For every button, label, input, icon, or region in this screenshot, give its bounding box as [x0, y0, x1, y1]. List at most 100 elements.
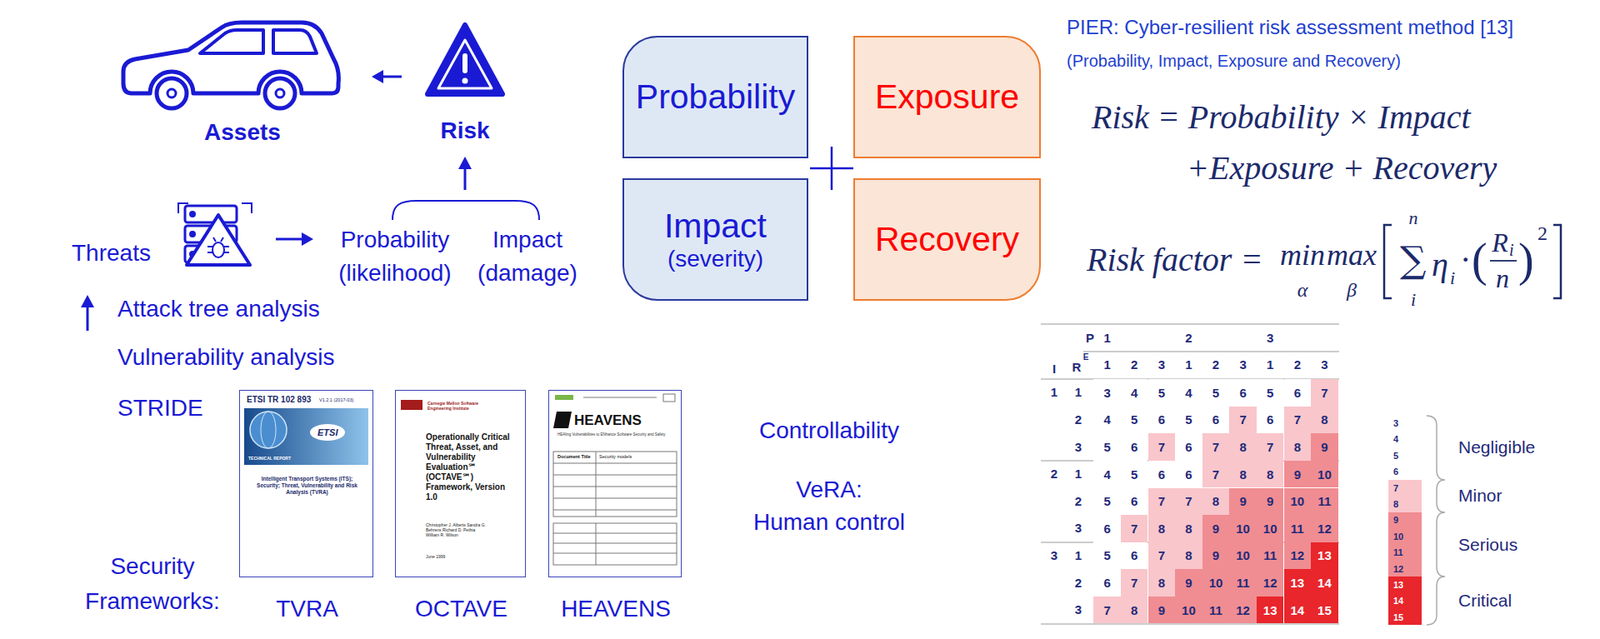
car-icon — [123, 22, 339, 109]
table-cell: 14 — [1310, 569, 1339, 597]
table-header: 1 — [1075, 467, 1082, 482]
table-rule — [1040, 624, 1340, 625]
table-header: 1 — [1185, 357, 1192, 372]
legend-number: 11 — [1393, 547, 1404, 559]
table-cell: 5 — [1093, 542, 1121, 570]
table-cell: 10 — [1310, 460, 1339, 489]
arrow-head — [80, 295, 95, 308]
tvra-cover-art — [244, 408, 369, 465]
table-cell: 4 — [1093, 406, 1121, 435]
table-cell: 8 — [1284, 433, 1312, 461]
warning-inner — [438, 40, 492, 89]
table-cell: 7 — [1093, 596, 1121, 625]
document-text: ETSI TR 102 893 — [246, 395, 311, 405]
legend-number: 4 — [1393, 434, 1399, 445]
text-label: Threats — [71, 240, 151, 267]
arrow-head — [458, 156, 472, 170]
bug-body — [212, 242, 225, 258]
text-label: Vulnerability analysis — [117, 344, 335, 371]
table-cell: 9 — [1284, 460, 1312, 489]
table-cell: 8 — [1310, 406, 1339, 435]
legend-label: Minor — [1458, 485, 1503, 506]
factor-label: Exposure — [875, 77, 1020, 117]
factor-box: Probability — [622, 35, 809, 159]
section-subtitle: (Probability, Impact, Exposure and Recov… — [1066, 51, 1401, 71]
text-label: Security Frameworks: — [65, 549, 240, 620]
table-cell: 8 — [1148, 569, 1176, 597]
framework-name: TVRA — [240, 595, 375, 624]
table-header: 1 — [1075, 548, 1082, 563]
text-label: VeRA: — [795, 476, 862, 504]
table-cell: 10 — [1202, 569, 1230, 597]
left-bracket — [1384, 225, 1392, 299]
factor-box: Impact(severity) — [622, 178, 809, 301]
formula-term: n — [1409, 209, 1419, 228]
arrow-line — [464, 166, 467, 190]
table-header: E — [1083, 352, 1090, 363]
formula-term: α — [1297, 280, 1309, 300]
car-window — [200, 30, 264, 54]
table-cell: 9 — [1202, 515, 1230, 543]
table-cell: 5 — [1148, 379, 1176, 407]
icon-caption: Risk — [440, 117, 490, 145]
table-header: 3 — [1050, 548, 1058, 563]
formula-term: ( — [1471, 236, 1488, 284]
document-text: Carnegie Mellon Software Engineering Ins… — [427, 400, 495, 411]
text-label: (likelihood) — [338, 260, 451, 287]
table-cell: 5 — [1202, 379, 1230, 407]
arrow-head — [301, 232, 314, 246]
logo-bubble — [310, 424, 345, 441]
text-label: Attack tree analysis — [117, 295, 320, 323]
table-cell: 7 — [1148, 542, 1176, 570]
text-label: Probability — [340, 226, 450, 254]
table-cell: 6 — [1120, 542, 1149, 570]
table-header: 2 — [1075, 494, 1082, 509]
table-cell: 13 — [1310, 542, 1339, 570]
table-cell: 10 — [1229, 515, 1257, 543]
table-header: 3 — [1075, 603, 1082, 618]
arrow-head — [371, 70, 384, 84]
cover-table-lines — [553, 523, 677, 565]
framework-name: HEAVENS — [549, 595, 683, 624]
table-cell: 5 — [1120, 406, 1149, 435]
warning-icon — [427, 25, 503, 95]
table-header: 3 — [1266, 330, 1274, 345]
legend-number: 10 — [1393, 530, 1404, 542]
document-text: June 1999 — [425, 554, 445, 560]
cover-banner — [244, 408, 369, 465]
legend-number: 8 — [1393, 499, 1399, 510]
table-cell: 8 — [1229, 460, 1257, 489]
document-text: ETSI — [317, 427, 338, 439]
header-line — [583, 396, 657, 399]
table-cell: 5 — [1093, 488, 1121, 516]
car-hub — [167, 89, 176, 98]
table-cell: 10 — [1256, 515, 1285, 543]
table-cell: 7 — [1175, 488, 1203, 516]
arrow-line — [275, 238, 303, 241]
table-cell: 6 — [1175, 460, 1203, 489]
table-cell: 9 — [1148, 596, 1176, 625]
exclamation-bar — [462, 53, 468, 74]
legend-number: 5 — [1393, 450, 1399, 461]
table-header: 2 — [1130, 357, 1138, 372]
formula-term: i — [1509, 241, 1515, 259]
formula-term: η — [1431, 248, 1449, 282]
formula-term: Risk factor = — [1086, 243, 1263, 277]
section-title: PIER: Cyber-resilient risk assessment me… — [1066, 15, 1514, 40]
table-cell: 11 — [1284, 515, 1312, 543]
formula-term: R — [1491, 229, 1509, 256]
table-cell: 6 — [1120, 433, 1149, 461]
table-cell: 7 — [1202, 460, 1230, 489]
cover-globe — [250, 411, 287, 449]
table-cell: 8 — [1229, 433, 1257, 461]
table-cell: 5 — [1175, 406, 1203, 435]
bracket — [392, 200, 540, 220]
factor-box: Recovery — [853, 178, 1041, 301]
table-cell: 7 — [1148, 433, 1176, 461]
table-cell: 6 — [1093, 515, 1121, 543]
text-label: Controllability — [759, 417, 900, 445]
document-thumbnail: ETSI TR 102 893V1.2.1 (2017-03)ETSITECHN… — [239, 390, 374, 578]
table-cell: 9 — [1202, 542, 1230, 570]
table-cell: 8 — [1256, 460, 1285, 489]
table-header: 3 — [1320, 357, 1328, 372]
